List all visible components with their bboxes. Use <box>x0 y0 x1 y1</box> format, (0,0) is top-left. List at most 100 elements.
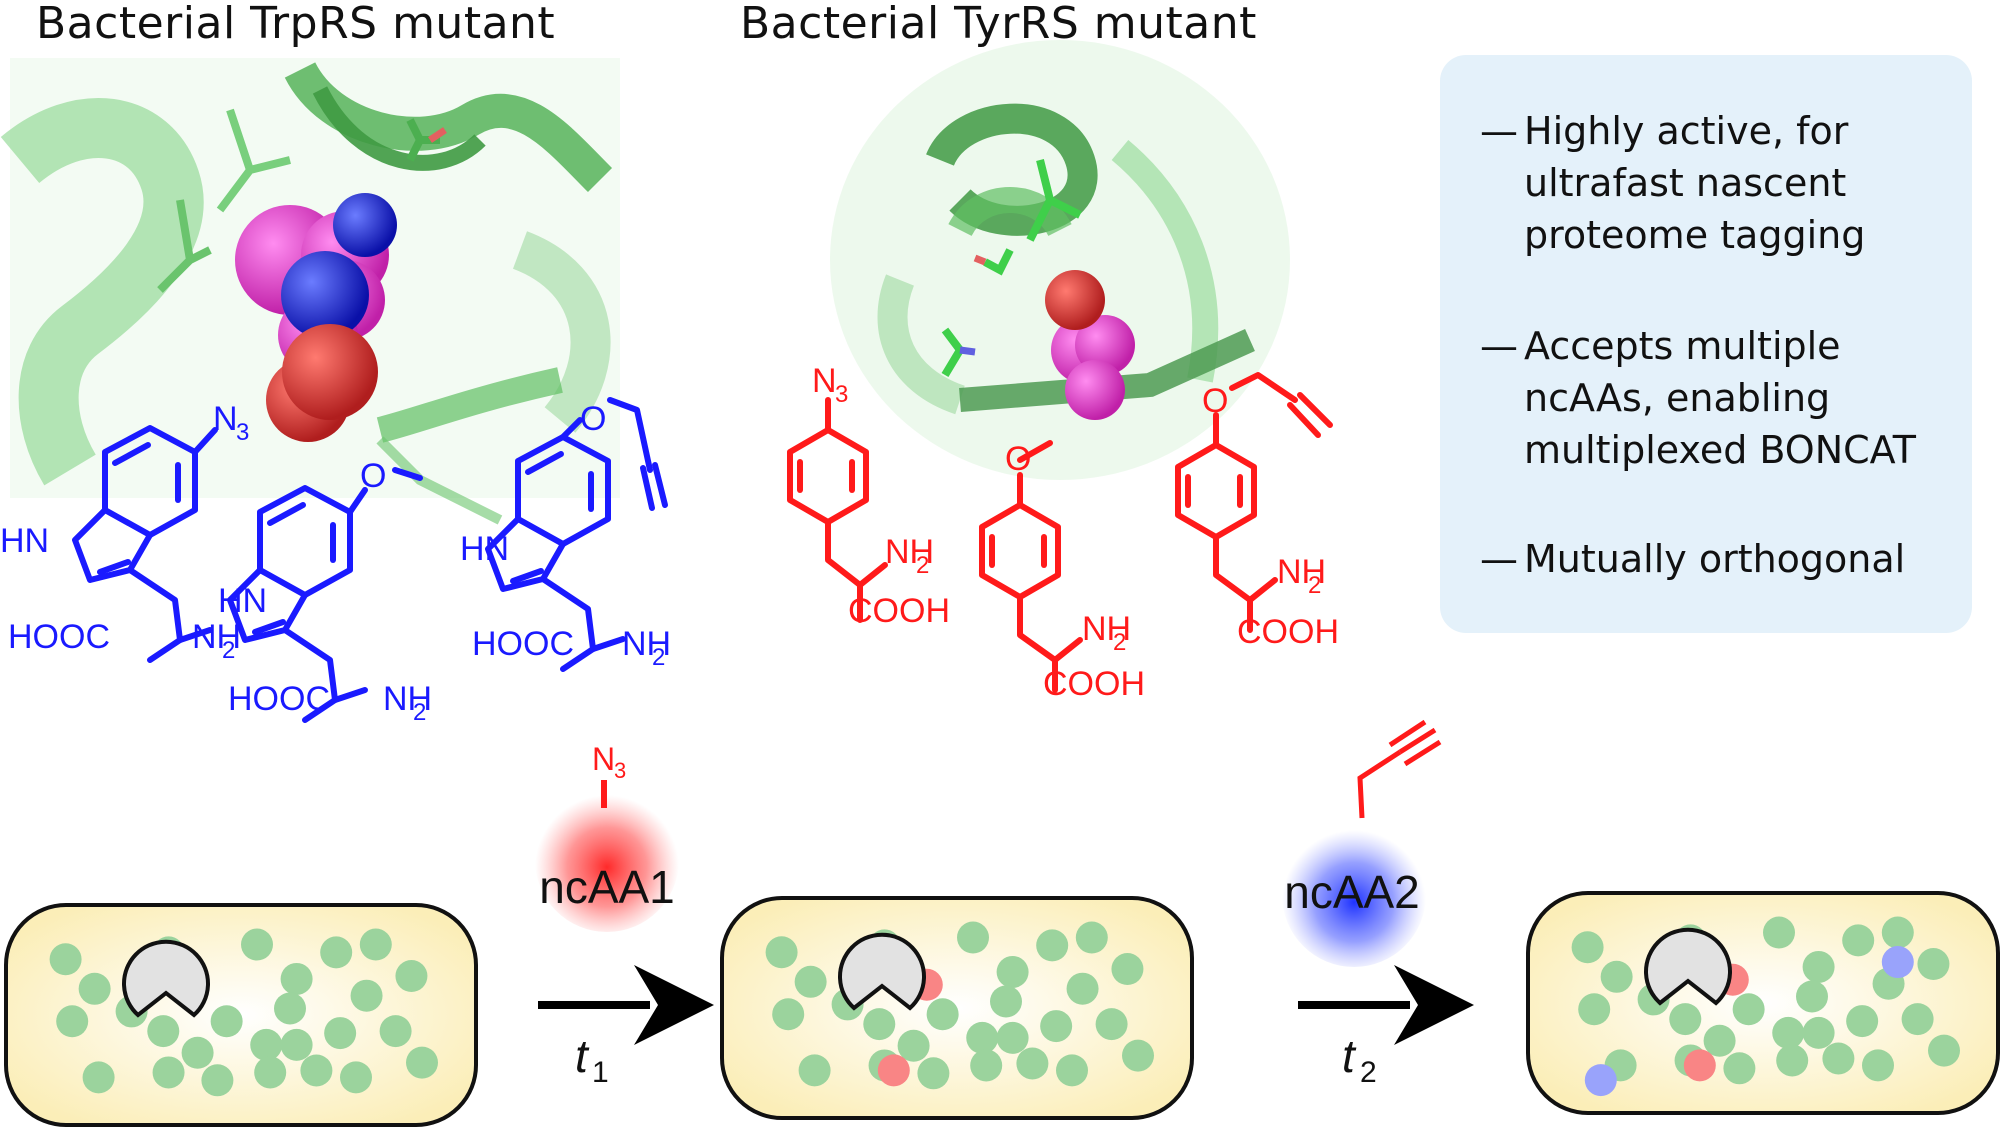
trprs-panel-title: Bacterial TrpRS mutant <box>36 0 556 49</box>
trp2-o-label: O <box>360 457 386 495</box>
tyrrs-protein-structure <box>830 40 1290 480</box>
ncaa2-reagent: ncAA2 <box>1282 719 1442 967</box>
protein-particle <box>1928 1034 1960 1067</box>
ribosome-icon <box>838 932 926 1011</box>
trp1-acid-label: HOOC <box>8 618 110 656</box>
protein-particle <box>1802 1016 1835 1049</box>
protein-particle <box>78 972 111 1005</box>
trp1-sub-label: N <box>213 400 238 438</box>
protein-particle <box>395 960 428 993</box>
protein-particle <box>1732 993 1765 1026</box>
tyr1-sub-label: N <box>812 362 837 400</box>
trp3-acid-label: HOOC <box>472 625 574 663</box>
trp3-hn-label: HN <box>460 530 509 568</box>
protein-particle <box>1036 929 1069 962</box>
protein-particle <box>1571 931 1604 964</box>
feature-bullet: —Accepts multiple ncAAs, enabling multip… <box>1480 320 1916 476</box>
protein-particle <box>320 936 353 969</box>
ncaa1-handle-label: N <box>592 741 615 777</box>
ncaa1-handle-index: 3 <box>614 758 626 783</box>
feature-text: Accepts multiple ncAAs, enabling multipl… <box>1524 324 1916 472</box>
protein-particle <box>1122 1039 1154 1072</box>
tyr1-amine-label: NH <box>885 533 934 571</box>
protein-particle <box>1075 921 1108 954</box>
trp2-amine-index: 2 <box>413 699 426 726</box>
protein-particle <box>772 998 805 1031</box>
protein-particle <box>1802 950 1835 983</box>
protein-particle <box>897 1029 930 1062</box>
protein-particle <box>970 1049 1003 1082</box>
protein-particle <box>152 1056 185 1089</box>
protein-particle <box>1772 1016 1805 1049</box>
trp3-o-label: O <box>580 400 606 438</box>
trp1-amine-index: 2 <box>222 637 235 664</box>
protein-particle <box>794 965 827 998</box>
protein-particle <box>1723 1052 1756 1085</box>
protein-particle <box>957 921 989 954</box>
protein-particle <box>1095 1008 1128 1041</box>
tagged-protein-red <box>877 1054 910 1087</box>
protein-particle <box>917 1057 950 1090</box>
protein-particle <box>350 979 383 1012</box>
protein-particle <box>1600 960 1633 993</box>
tagged-protein-blue <box>1584 1064 1617 1097</box>
protein-particle <box>765 936 798 969</box>
tyr3-acid-label: COOH <box>1237 613 1339 651</box>
protein-particle <box>359 928 392 961</box>
protein-particle <box>181 1036 214 1069</box>
protein-particle <box>1862 1049 1894 1082</box>
features-info-box: —Highly active, for ultrafast nascent pr… <box>1440 55 1972 633</box>
step2-time-label: t <box>1342 1030 1357 1082</box>
trp1-sub-index: 3 <box>236 419 249 446</box>
bacterial-cell <box>720 896 1194 1120</box>
protein-particle <box>1056 1054 1088 1087</box>
protein-particle <box>379 1015 412 1048</box>
trp1-amine-label: NH <box>192 618 241 656</box>
tyr2-amine-label: NH <box>1082 610 1131 648</box>
protein-particle <box>241 928 273 961</box>
trp1-hn-label: HN <box>0 522 49 560</box>
trp-analog-propargyloxy: O HN HOOC NH 2 <box>460 397 671 672</box>
ncaa1-glow <box>535 788 679 932</box>
protein-particle <box>1846 1005 1879 1038</box>
ribosome-icon <box>1644 927 1732 1006</box>
protein-particle <box>1822 1042 1855 1075</box>
protein-particle <box>82 1061 115 1094</box>
protein-particle <box>1842 924 1875 957</box>
trp2-hn-label: HN <box>218 582 267 620</box>
ncaa1-label: ncAA1 <box>539 861 675 913</box>
protein-particle <box>996 955 1029 988</box>
bullet-dash: — <box>1480 324 1518 368</box>
ncaa2-glow <box>1282 823 1426 967</box>
bullet-dash: — <box>1480 109 1518 153</box>
feature-bullet: —Highly active, for ultrafast nascent pr… <box>1480 105 1865 261</box>
protein-particle <box>406 1046 438 1079</box>
tagged-protein-blue <box>1881 946 1914 979</box>
protein-particle <box>990 985 1022 1018</box>
tyr2-o-label: O <box>1005 440 1031 478</box>
trp3-amine-label: NH <box>622 625 671 663</box>
trprs-protein-structure <box>0 58 620 525</box>
protein-particle <box>996 1021 1029 1054</box>
protein-particle <box>1796 980 1828 1013</box>
protein-particle <box>1111 953 1144 986</box>
feature-text: Mutually orthogonal <box>1524 537 1906 581</box>
tyr3-amine-label: NH <box>1277 553 1326 591</box>
tagged-protein-red <box>1683 1049 1716 1082</box>
protein-particle <box>798 1054 831 1087</box>
tyr1-acid-label: COOH <box>848 592 950 630</box>
protein-particle <box>280 962 313 995</box>
protein-particle <box>863 1008 896 1041</box>
trp2-amine-label: NH <box>383 680 432 718</box>
cells-layer <box>4 891 2000 1127</box>
protein-particle <box>210 1005 243 1038</box>
feature-bullet: —Mutually orthogonal <box>1480 533 1905 585</box>
protein-particle <box>250 1028 283 1061</box>
protein-particle <box>49 943 82 976</box>
protein-particle <box>300 1054 333 1087</box>
tyr3-o-label: O <box>1202 382 1228 420</box>
tyr1-amine-index: 2 <box>916 552 929 579</box>
step1-time-index: 1 <box>592 1056 609 1089</box>
protein-particle <box>1669 1003 1702 1036</box>
